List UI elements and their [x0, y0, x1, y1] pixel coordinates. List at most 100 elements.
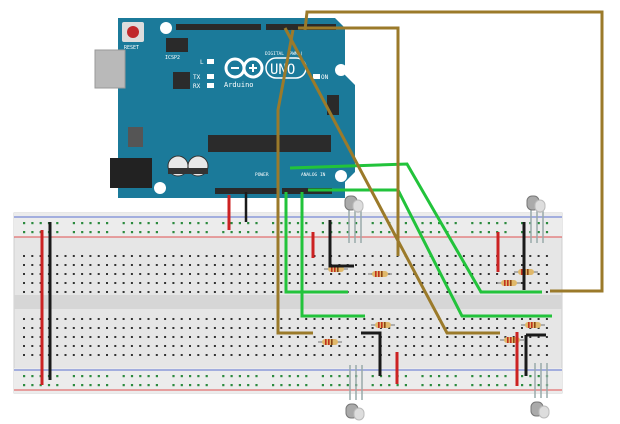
breadboard-hole [371, 336, 374, 338]
rail-hole [504, 222, 507, 225]
breadboard-hole [346, 336, 349, 338]
breadboard-hole [462, 327, 465, 329]
breadboard-hole [529, 318, 532, 320]
breadboard-hole [280, 264, 283, 266]
breadboard-hole [404, 354, 407, 356]
rail-hole [346, 222, 349, 225]
resistor-band [378, 271, 380, 277]
rail-hole [89, 375, 92, 378]
breadboard-hole [330, 318, 333, 320]
breadboard-hole [106, 354, 108, 356]
breadboard-hole [438, 327, 440, 329]
regulator [128, 127, 143, 147]
breadboard-hole [147, 282, 150, 284]
breadboard-hole [404, 336, 407, 338]
breadboard-hole [413, 336, 416, 338]
breadboard-hole [114, 291, 117, 293]
breadboard-hole [521, 327, 523, 329]
breadboard-hole [89, 273, 92, 275]
rail-hole [280, 222, 283, 225]
breadboard-hole [106, 291, 108, 293]
breadboard-hole [487, 264, 490, 266]
rail-hole [429, 375, 432, 378]
breadboard-hole [313, 282, 316, 284]
breadboard-hole [454, 354, 457, 356]
rail-hole [371, 231, 374, 234]
rail-hole [296, 222, 300, 225]
breadboard-hole [72, 345, 75, 347]
breadboard-hole [247, 255, 250, 257]
usb-port [94, 49, 126, 89]
breadboard-hole [263, 273, 266, 275]
rail-hole [355, 231, 358, 234]
breadboard-hole [64, 273, 67, 275]
breadboard-hole [89, 345, 92, 347]
breadboard-hole [280, 327, 283, 329]
breadboard-hole [330, 345, 333, 347]
rail-hole [429, 384, 432, 387]
breadboard-hole [130, 291, 133, 293]
breadboard-hole [280, 273, 283, 275]
rail-hole [172, 375, 175, 378]
breadboard-hole [545, 345, 548, 347]
breadboard-hole [164, 282, 167, 284]
breadboard-hole [64, 282, 67, 284]
breadboard-hole [379, 282, 382, 284]
breadboard-hole [147, 291, 150, 293]
rail-hole [496, 375, 499, 378]
breadboard-hole [72, 354, 75, 356]
breadboard-hole [31, 264, 34, 266]
breadboard-hole [413, 327, 416, 329]
breadboard-hole [446, 273, 449, 275]
breadboard-hole [189, 327, 191, 329]
breadboard-hole [172, 291, 175, 293]
breadboard-hole [238, 336, 241, 338]
breadboard-hole [189, 318, 191, 320]
breadboard-hole [189, 336, 191, 338]
brand-label: Arduino [224, 81, 254, 89]
breadboard-hole [512, 318, 515, 320]
rail-hole [130, 222, 134, 225]
breadboard-hole [56, 255, 59, 257]
breadboard-hole [529, 354, 532, 356]
rail-hole [321, 231, 324, 234]
rail-hole [346, 384, 349, 387]
breadboard-hole [114, 255, 117, 257]
breadboard-hole [155, 255, 158, 257]
breadboard-hole [321, 336, 324, 338]
breadboard-hole [172, 336, 175, 338]
resistor-band [534, 322, 536, 328]
breadboard-hole [147, 255, 150, 257]
rail-hole [189, 384, 192, 387]
breadboard-hole [446, 291, 449, 293]
breadboard-hole [404, 273, 407, 275]
breadboard-hole [106, 327, 108, 329]
breadboard-hole [280, 255, 283, 257]
breadboard-hole [429, 318, 432, 320]
breadboard-hole [222, 273, 225, 275]
rail-hole [197, 231, 200, 234]
resistor [525, 322, 541, 328]
breadboard-hole [64, 255, 67, 257]
breadboard-hole [296, 255, 299, 257]
rail-hole [72, 384, 75, 387]
breadboard-hole [545, 291, 548, 293]
rail-hole [305, 222, 308, 225]
breadboard-hole [89, 336, 92, 338]
breadboard-hole [263, 282, 266, 284]
breadboard-hole [130, 273, 133, 275]
breadboard-hole [263, 345, 266, 347]
breadboard-hole [321, 345, 324, 347]
rail-hole [446, 375, 449, 378]
breadboard-hole [23, 264, 25, 266]
breadboard-hole [72, 318, 75, 320]
rail-hole [139, 384, 142, 387]
breadboard-hole [23, 291, 25, 293]
breadboard-hole [230, 255, 233, 257]
rail-hole [155, 222, 158, 225]
breadboard-hole [272, 318, 274, 320]
breadboard-hole [545, 264, 548, 266]
resistor [322, 339, 338, 345]
breadboard-hole [355, 354, 357, 356]
breadboard-hole [230, 354, 233, 356]
